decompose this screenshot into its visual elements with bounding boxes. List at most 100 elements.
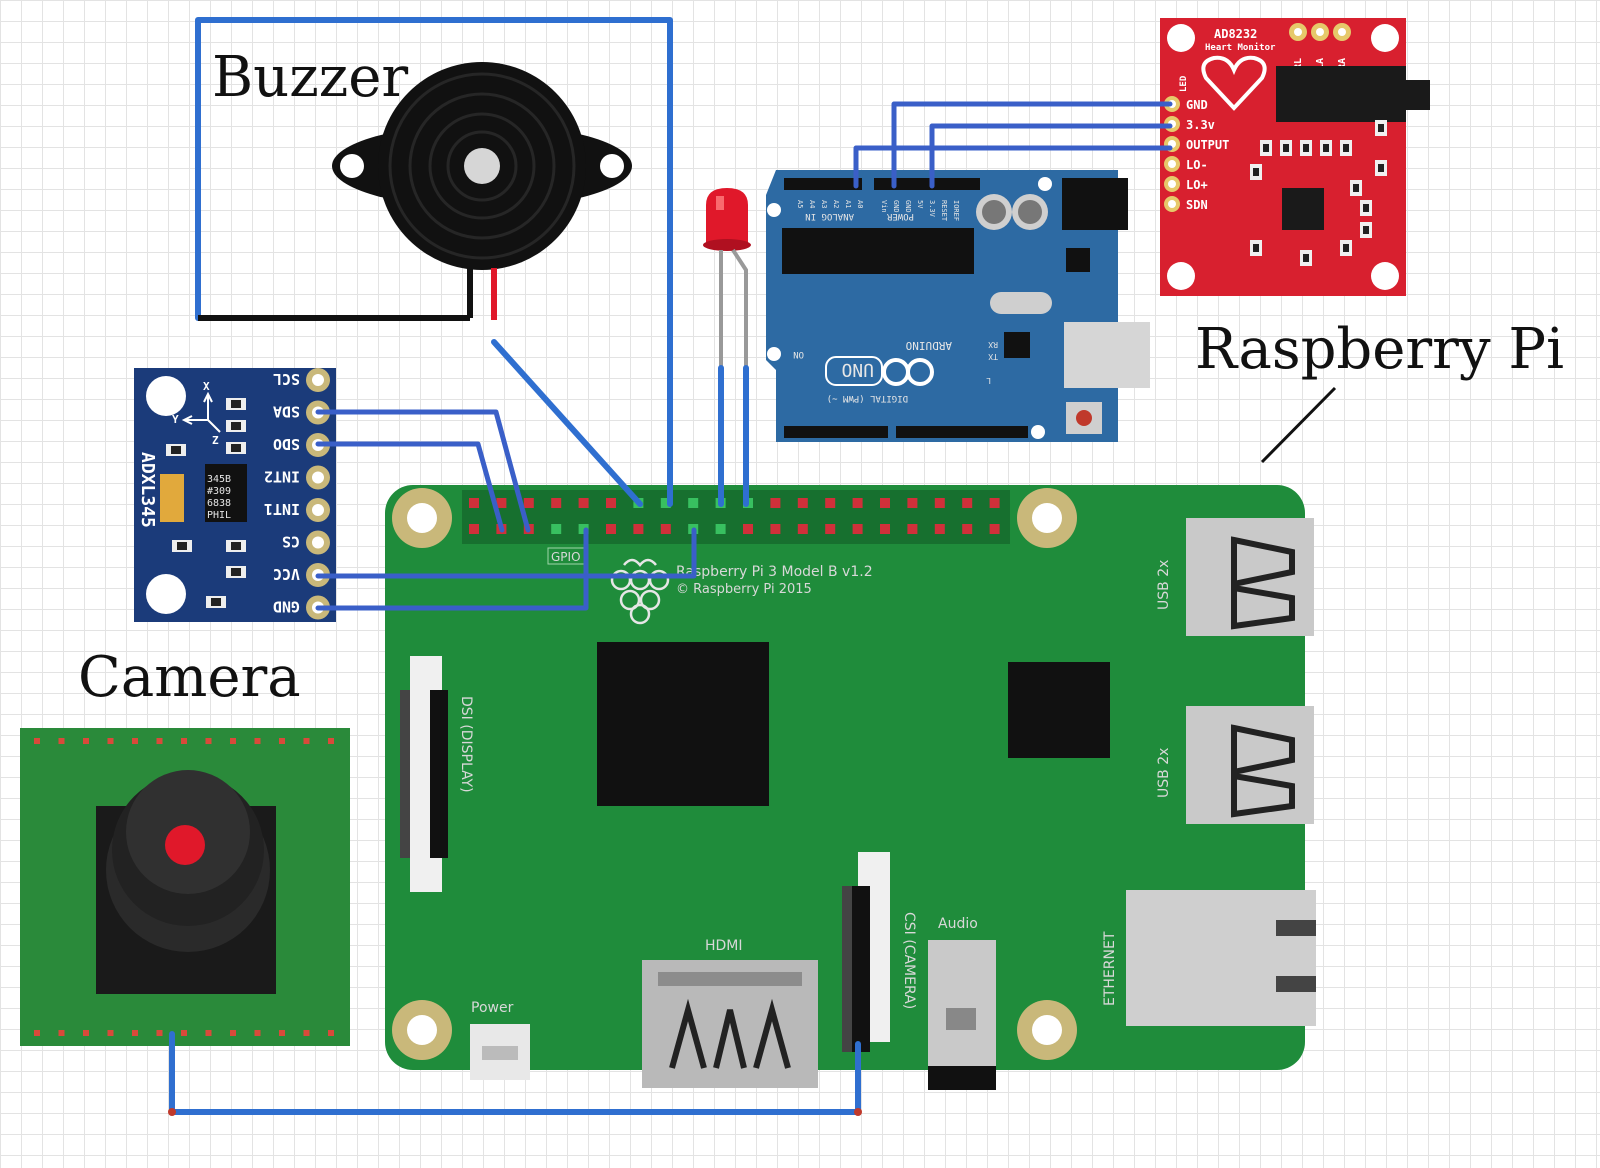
buzzer-label: Buzzer (212, 45, 408, 110)
camera-module (20, 728, 350, 1046)
lan-chip (1008, 662, 1110, 758)
wire-camera-csi (169, 1031, 861, 1115)
adxl-pad-hole (312, 374, 324, 386)
camera-pad (34, 738, 40, 744)
camera-pad (254, 738, 261, 744)
gpio-pin (551, 498, 562, 508)
camera-pad (83, 1030, 89, 1036)
camera-pad (181, 1030, 187, 1036)
power-port (470, 1024, 530, 1080)
ethernet-label: ETHERNET (1102, 931, 1118, 1006)
buzzer-center-icon (464, 148, 500, 184)
mounting-hole (1017, 488, 1077, 548)
gpio-pin (633, 524, 644, 534)
gpio-pin (934, 524, 945, 534)
wires (168, 17, 1173, 1116)
adxl-chip-text-1: 345B (207, 474, 231, 485)
smd-part-body (1263, 144, 1269, 152)
mounting-hole (392, 1000, 452, 1060)
gpio-pin (880, 524, 890, 534)
adxl-pin-label: VCC (273, 565, 300, 583)
usb-label-2: USB 2x (1156, 748, 1172, 798)
gpio-pin (469, 498, 479, 508)
gpio-pin (770, 498, 781, 508)
ad8232-title: AD8232 (1214, 27, 1257, 41)
hdmi-port (642, 960, 818, 1088)
arduino-power-pin-label: GND (892, 200, 900, 213)
reset-button-icon (1076, 410, 1092, 426)
usb-label-1: USB 2x (1156, 560, 1172, 610)
ad8232-pad-hole (1168, 200, 1176, 208)
arduino-analog-pin-label: A0 (856, 200, 864, 208)
gpio-pin (688, 498, 699, 508)
adxl-pad-hole (312, 504, 324, 516)
wire-buzzer-gnd (195, 17, 673, 507)
arduino-on-label: ON (793, 349, 804, 359)
ad8232-pin-label: OUTPUT (1186, 138, 1229, 152)
audio-label: Audio (938, 916, 978, 932)
camera-pad (328, 738, 334, 744)
mounting-hole (1017, 1000, 1077, 1060)
smd-part-body (1353, 184, 1359, 192)
power-label: Power (471, 1000, 514, 1016)
axis-y-label: Y (172, 413, 179, 426)
arduino-power-pin-label: 5V (916, 200, 924, 209)
arduino-brand-text: ARDUINO (906, 339, 952, 352)
gpio-pin (743, 524, 753, 534)
ad8232-top-pad-hole (1338, 28, 1346, 36)
gpio-pin (962, 524, 973, 534)
raspberry-pi-board: GPIO Raspberry Pi 3 Model B v1.2 © Raspb… (385, 485, 1316, 1090)
smd-part-body (231, 422, 241, 430)
camera-pad (58, 1030, 65, 1036)
wire-adxl-gnd (315, 527, 589, 611)
gpio-pin (907, 524, 918, 534)
camera-pad (279, 738, 285, 744)
gpio-pin (551, 524, 562, 534)
smd-part-body (1323, 144, 1329, 152)
gpio-pin (797, 524, 808, 534)
smd-part-body (1303, 254, 1309, 262)
arduino-power-pin-label: Vin (880, 200, 888, 213)
camera-pad (107, 738, 114, 744)
ad8232-pin-label: 3.3v (1186, 118, 1215, 132)
wire-adxl-scl (315, 441, 505, 533)
arduino-analog-pin-label: A2 (832, 200, 840, 208)
smd-part-body (1363, 226, 1369, 234)
smd-part-body (1253, 168, 1259, 176)
gpio-pin (715, 524, 726, 534)
camera-pad (107, 1030, 114, 1036)
smd-part-body (1378, 164, 1384, 172)
pi-copyright-text: © Raspberry Pi 2015 (676, 582, 812, 597)
camera-pad (132, 738, 138, 744)
arduino-analog-pin-label: A1 (844, 200, 852, 208)
gpio-pin (989, 498, 1000, 508)
camera-pad (205, 1030, 212, 1036)
camera-pad (132, 1030, 138, 1036)
gpio-pin (578, 498, 589, 508)
camera-pad (230, 1030, 236, 1036)
camera-pad (156, 1030, 163, 1036)
gpio-pin (825, 498, 836, 508)
camera-pad (156, 738, 163, 744)
smd-part-body (231, 400, 241, 408)
ad8232-top-pad-hole (1294, 28, 1302, 36)
arduino-tx-label: TX (988, 352, 998, 361)
gpio-pin (880, 498, 890, 508)
led-label: LED (1179, 75, 1189, 92)
adxl-chip-text-4: PHIL (207, 510, 231, 521)
wire-adxl-vcc (315, 527, 697, 579)
gpio-pin (852, 524, 863, 534)
wire-ecg-gnd (891, 101, 1173, 189)
arduino-model-text: UNO (841, 359, 874, 380)
ad8232-top-pin-label: RL (1293, 58, 1304, 70)
arduino-power-pin-label: RESET (940, 200, 948, 222)
arduino-analog-header: ANALOG IN (805, 211, 854, 221)
gpio-pin (770, 524, 781, 534)
arduino-power-pin-label: 3.3V (928, 200, 936, 218)
arduino-analog-pin-label: A5 (796, 200, 804, 208)
csi-connector (842, 852, 890, 1052)
smd-part-body (171, 446, 181, 454)
ad8232-pad-hole (1168, 160, 1176, 168)
adxl-pin-label: SDO (273, 435, 300, 453)
